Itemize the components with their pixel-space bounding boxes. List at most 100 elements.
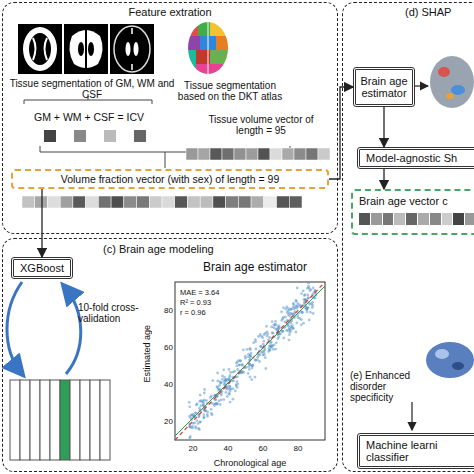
tissue-squares [44, 130, 56, 142]
data-point [296, 321, 299, 324]
node-text: Brain age estimator [356, 75, 412, 99]
data-point [225, 380, 228, 383]
data-point [256, 356, 259, 359]
data-point [271, 331, 274, 334]
data-point [302, 322, 305, 325]
fold-column [20, 380, 30, 460]
data-point [191, 425, 194, 428]
data-point [238, 364, 241, 367]
data-point [287, 314, 290, 317]
data-point [309, 311, 312, 314]
data-point [199, 420, 202, 423]
data-point [254, 376, 257, 379]
scatter-plot [175, 282, 325, 440]
vector-cell [371, 213, 383, 225]
tissue-squares [104, 130, 116, 142]
data-point [216, 385, 219, 388]
data-point [274, 323, 277, 326]
data-point [254, 359, 257, 362]
shap-brain [438, 67, 450, 77]
data-point [274, 320, 277, 323]
data-point [264, 332, 267, 335]
wm-mask [64, 24, 108, 74]
output-vector-box: Brain age vector c [351, 189, 474, 235]
data-point [203, 392, 206, 395]
wm-mask [85, 30, 87, 68]
data-point [288, 339, 291, 342]
vector-cell [306, 148, 318, 160]
data-point [290, 308, 293, 311]
data-point [202, 413, 205, 416]
scatter-plot [175, 286, 325, 436]
data-point [276, 328, 279, 331]
data-point [199, 421, 202, 424]
fold-column [100, 380, 110, 460]
data-point [308, 319, 311, 322]
data-point [302, 289, 305, 292]
feature-vector-box: Volume fraction vector (with sex) of len… [11, 169, 329, 189]
node-text: Model-agnostic Sh [366, 152, 457, 164]
data-point [297, 302, 300, 305]
vector-cell [289, 196, 302, 208]
data-point [198, 428, 201, 431]
wm-mask [69, 30, 102, 68]
data-point [275, 341, 278, 344]
data-point [229, 374, 232, 377]
data-point [193, 421, 196, 424]
fold-column [70, 380, 80, 460]
data-point [206, 411, 209, 414]
tick-label: 60 [253, 443, 273, 454]
connector-arrow [383, 169, 384, 189]
data-point [220, 394, 223, 397]
data-point [249, 376, 252, 379]
data-point [254, 358, 257, 361]
disorder-brain [426, 342, 474, 378]
data-point [281, 330, 284, 333]
section-heading: (e) Enhanced disorder specificity [350, 370, 420, 403]
data-point [242, 348, 245, 351]
metric-text: R² = 0.93 [180, 297, 250, 308]
data-point [234, 390, 237, 393]
data-point [312, 312, 315, 315]
data-point [210, 395, 213, 398]
data-point [232, 398, 235, 401]
tick-label: 40 [158, 379, 173, 390]
data-point [260, 335, 263, 338]
data-point [280, 310, 283, 313]
node-text: Machine learni classifier [366, 439, 450, 463]
data-point [263, 348, 266, 351]
data-point [292, 327, 295, 330]
data-point [221, 375, 224, 378]
data-point [300, 318, 303, 321]
vector-cell [238, 196, 251, 208]
fold-column [60, 380, 70, 460]
tissue-squares [44, 130, 146, 142]
data-point [229, 371, 232, 374]
bracket [24, 100, 152, 104]
data-point [301, 311, 304, 314]
bracket [165, 152, 166, 168]
data-point [290, 308, 293, 311]
vector-cell [430, 213, 442, 225]
dkt-atlas-brain [210, 50, 230, 64]
data-point [273, 343, 276, 346]
disorder-brain [435, 349, 449, 359]
data-point [198, 415, 201, 418]
data-point [216, 372, 219, 375]
vector-cell [246, 148, 258, 160]
data-point [290, 325, 293, 328]
dkt-atlas-brain [210, 20, 230, 36]
dkt-atlas-brain [196, 64, 230, 76]
data-point [251, 367, 254, 370]
data-point [241, 364, 244, 367]
data-point [228, 368, 231, 371]
data-point [194, 412, 197, 415]
data-point [219, 381, 222, 384]
data-point [300, 292, 303, 295]
data-point [198, 400, 201, 403]
vector-cell [98, 196, 111, 208]
shap-brain [414, 85, 428, 86]
csf-mask [110, 24, 154, 74]
data-point [268, 336, 271, 339]
tick-label: 60 [158, 342, 173, 353]
